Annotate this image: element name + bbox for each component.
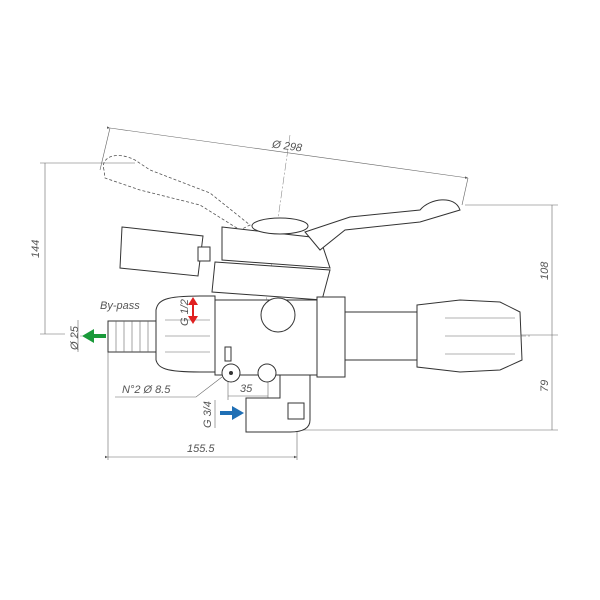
inlet-flow-arrow (220, 406, 244, 420)
label-mount-holes: N°2 Ø 8.5 (122, 384, 171, 396)
label-bypass: By-pass (100, 300, 140, 312)
dimension-labels: Ø 298 144 108 79 Ø 25 By-pass G 1/2 N°2 … (30, 138, 551, 455)
label-height-lower-right: 79 (539, 380, 551, 392)
thread-double-arrow (188, 297, 198, 324)
label-bypass-thread: G 1/2 (179, 299, 191, 326)
label-bypass-hose: Ø 25 (69, 325, 81, 351)
label-hole-spacing: 35 (240, 383, 253, 395)
label-height-upper-right: 108 (539, 261, 551, 280)
label-inlet-thread: G 3/4 (202, 401, 214, 428)
label-overall-length: 155.5 (187, 443, 215, 455)
valve-body (107, 199, 523, 433)
label-height-left: 144 (30, 240, 42, 258)
label-lever-diameter: Ø 298 (270, 138, 303, 154)
bypass-flow-arrow (82, 329, 106, 343)
lever-alt-position (102, 155, 251, 231)
